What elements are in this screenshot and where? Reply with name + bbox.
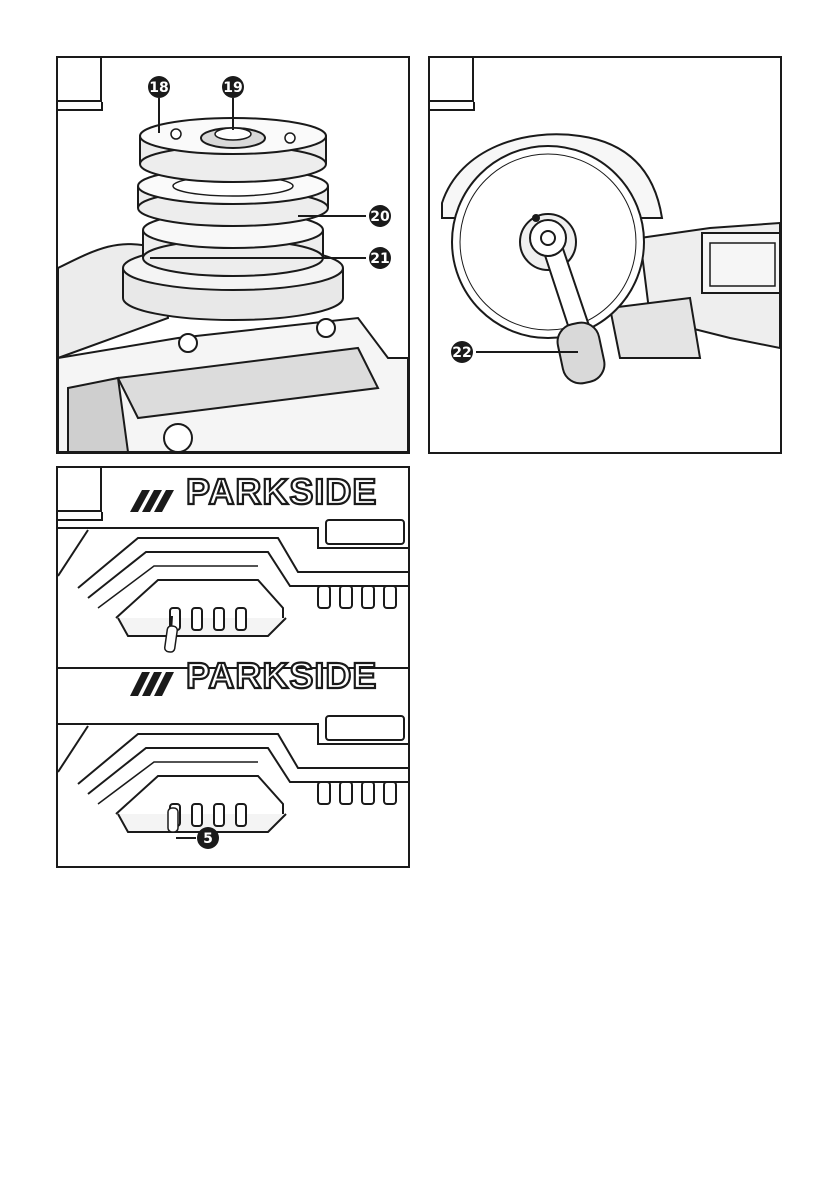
switch-illustration: PARKSIDE PARKSIDE (58, 468, 408, 866)
switch-state-off: PARKSIDE (58, 471, 408, 668)
spanner-illustration: 22 (430, 58, 780, 452)
figure-panel-spanner: 22 (428, 56, 782, 454)
figure-number-box (428, 56, 474, 102)
callout-20: 20 (369, 205, 391, 227)
callout-18: 18 (148, 76, 170, 98)
flange-assembly-illustration: 18 19 20 21 (58, 58, 408, 452)
figure-number-box (56, 56, 102, 102)
svg-text:20: 20 (370, 209, 390, 225)
brand-logo-top: PARKSIDE (186, 471, 377, 512)
svg-text:19: 19 (223, 80, 242, 96)
figure-panel-flange: 18 19 20 21 (56, 56, 410, 454)
brand-logo-bottom: PARKSIDE (186, 655, 377, 696)
callout-5: 5 (197, 827, 219, 849)
callout-22: 22 (451, 341, 473, 363)
switch-state-on: PARKSIDE 5 (58, 655, 408, 849)
figure-panel-switch: PARKSIDE PARKSIDE (56, 466, 410, 868)
svg-text:22: 22 (452, 345, 471, 361)
svg-text:18: 18 (149, 80, 168, 96)
svg-text:21: 21 (370, 251, 389, 267)
svg-text:5: 5 (203, 831, 213, 847)
figure-number-box (56, 466, 102, 512)
callout-21: 21 (369, 247, 391, 269)
callout-19: 19 (222, 76, 244, 98)
